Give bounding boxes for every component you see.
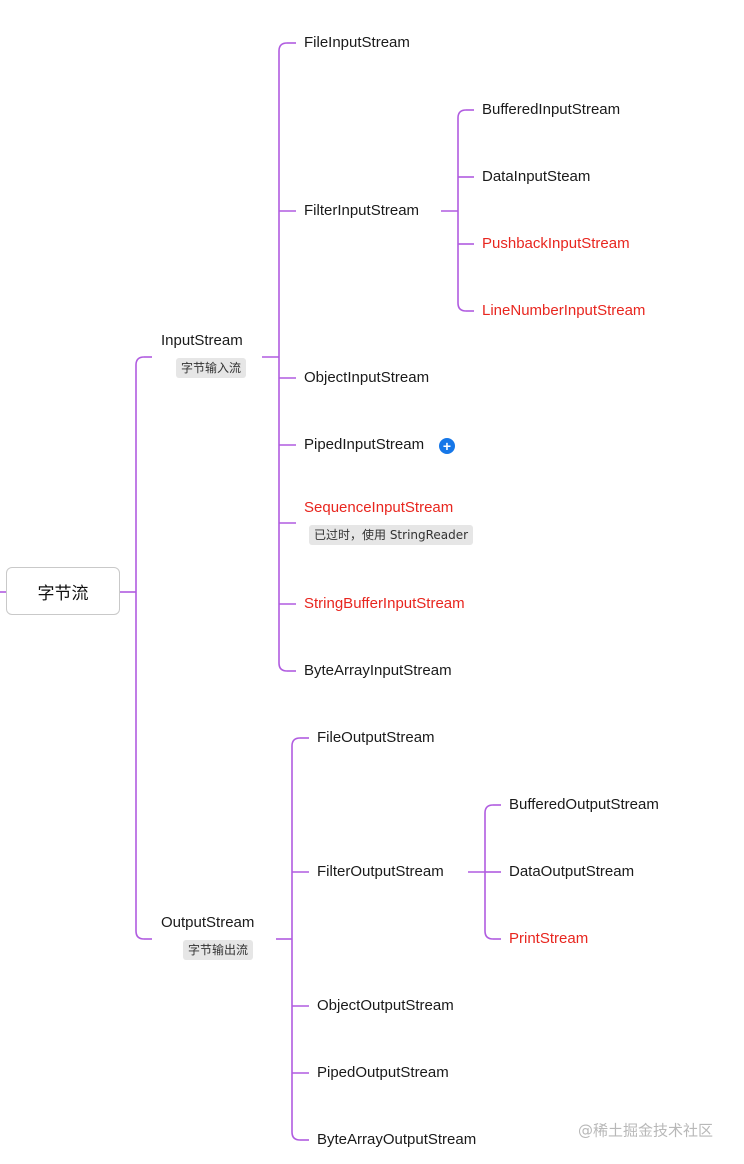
node-pushbackinputstream[interactable]: PushbackInputStream [482,235,630,252]
tag-input-cn: 字节输入流 [176,358,247,378]
node-outputstream[interactable]: OutputStream [161,914,255,931]
node-objectinputstream[interactable]: ObjectInputStream [304,369,430,386]
node-fileoutputstream[interactable]: FileOutputStream [317,729,435,746]
node-sequenceinputstream[interactable]: SequenceInputStream [304,499,454,516]
node-bufferedoutputstream[interactable]: BufferedOutputStream [509,796,659,813]
node-pipedinputstream[interactable]: PipedInputStream [304,436,425,453]
node-pipedoutputstream[interactable]: PipedOutputStream [317,1064,449,1081]
node-filterinputstream[interactable]: FilterInputStream [304,202,420,219]
tag-sequence-deprecated: 已过时，使用 StringReader [309,525,474,545]
plus-circle-icon[interactable]: + [439,438,455,454]
root-node[interactable]: 字节流 [6,567,120,615]
node-fileinputstream[interactable]: FileInputStream [304,34,410,51]
node-stringbufferinputstream[interactable]: StringBufferInputStream [304,595,465,612]
node-bytearrayinputstream[interactable]: ByteArrayInputStream [304,662,452,679]
node-bufferedinputstream[interactable]: BufferedInputStream [482,101,621,118]
root-label: 字节流 [37,583,89,604]
node-filteroutputstream[interactable]: FilterOutputStream [317,863,444,880]
node-bytearrayoutputstream[interactable]: ByteArrayOutputStream [317,1131,477,1148]
node-linenumberinputstream[interactable]: LineNumberInputStream [482,302,646,319]
node-inputstream[interactable]: InputStream [161,332,243,349]
node-printstream[interactable]: PrintStream [509,930,589,947]
tag-output-cn: 字节输出流 [183,940,254,960]
node-dataoutputstream[interactable]: DataOutputStream [509,863,635,880]
node-objectoutputstream[interactable]: ObjectOutputStream [317,997,454,1014]
node-datainputsteam[interactable]: DataInputSteam [482,168,591,185]
watermark: @稀土掘金技术社区 [578,1121,714,1140]
